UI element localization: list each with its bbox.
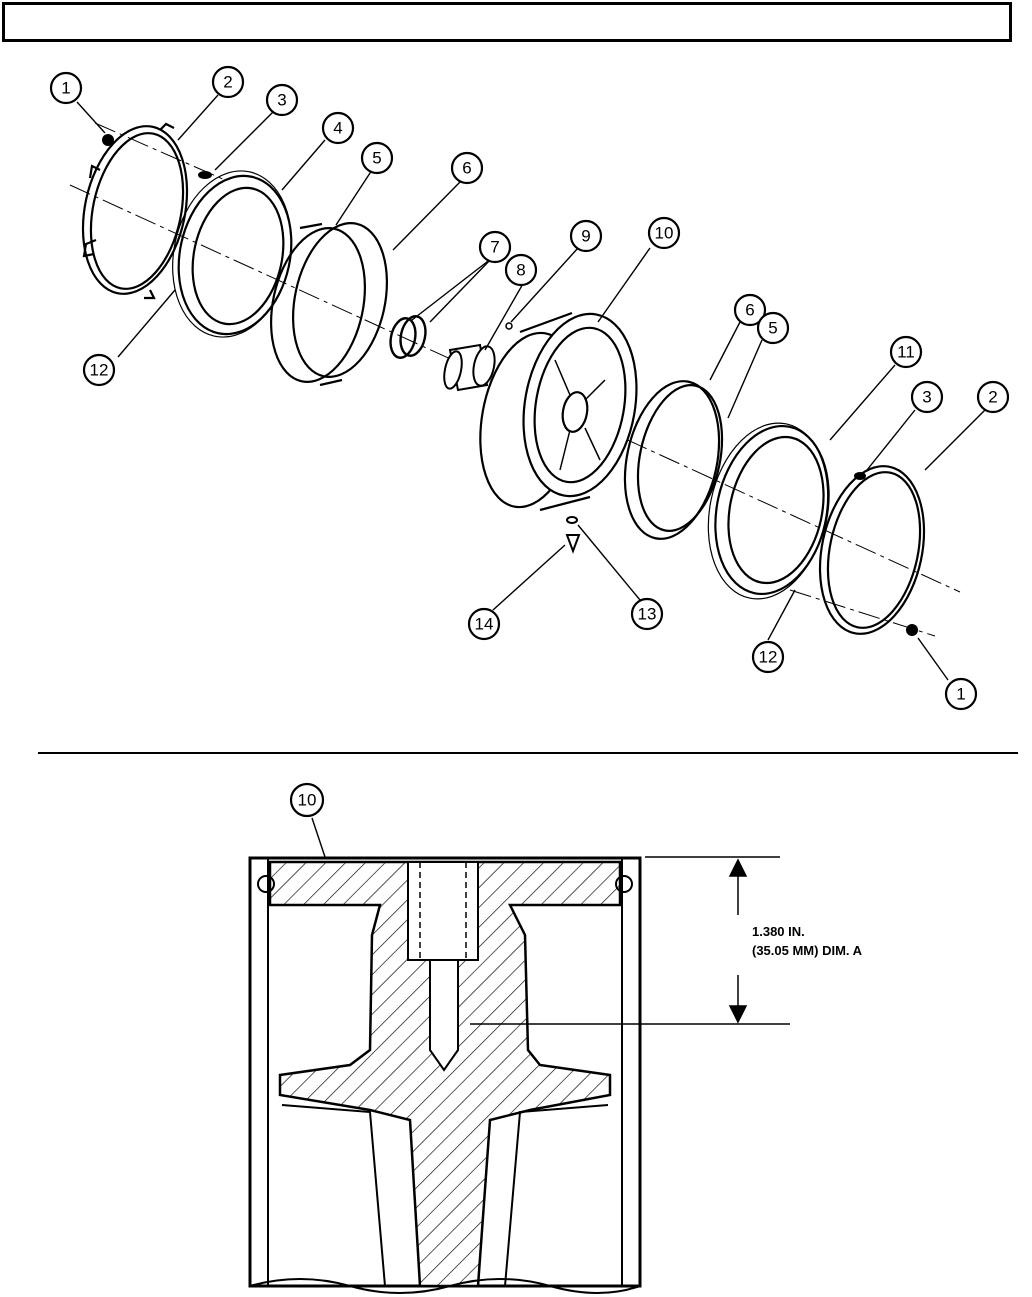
callout-9: 9 [569, 219, 603, 253]
svg-text:11: 11 [897, 343, 915, 362]
leader-lines [76, 94, 986, 858]
svg-text:6: 6 [745, 301, 754, 320]
svg-text:9: 9 [581, 227, 590, 246]
backing-plate-left [172, 170, 293, 338]
callout-1: 1 [49, 71, 83, 105]
dimension-label-mm: (35.05 MM) DIM. A [752, 943, 863, 958]
callout-2-right: 2 [976, 380, 1010, 414]
svg-text:2: 2 [988, 388, 997, 407]
svg-text:7: 7 [490, 238, 499, 257]
ball-part-1-left [102, 134, 114, 146]
svg-text:8: 8 [516, 261, 525, 280]
callout-12: 12 [82, 353, 116, 387]
backing-plate-right [707, 422, 830, 600]
svg-text:2: 2 [223, 73, 232, 92]
svg-text:5: 5 [768, 319, 777, 338]
part-3-left [198, 171, 212, 179]
callout-1-right: 1 [944, 677, 978, 711]
svg-text:10: 10 [655, 224, 674, 243]
check-ball [505, 322, 513, 330]
callout-7: 7 [478, 230, 512, 264]
callout-13: 13 [630, 597, 664, 631]
snap-ring-right [818, 465, 926, 635]
callout-14: 14 [467, 607, 501, 641]
ball-part-1-right [906, 624, 918, 636]
svg-text:1: 1 [956, 685, 965, 704]
seal-ring-right [623, 380, 724, 540]
svg-text:12: 12 [759, 648, 778, 667]
piston [479, 311, 638, 512]
callout-6-right: 6 [733, 293, 767, 327]
callout-6: 6 [450, 151, 484, 185]
svg-text:4: 4 [333, 119, 342, 138]
callout-10: 10 [647, 216, 681, 250]
svg-text:1: 1 [61, 79, 70, 98]
callout-11: 11 [889, 335, 923, 369]
callout-3: 3 [265, 83, 299, 117]
svg-text:14: 14 [475, 615, 494, 634]
dimension-label-inches: 1.380 IN. [752, 924, 805, 939]
svg-text:5: 5 [372, 149, 381, 168]
part-3-right [854, 472, 866, 480]
dimension-a [470, 856, 790, 1025]
callout-4: 4 [321, 111, 355, 145]
callout-2: 2 [211, 65, 245, 99]
callout-5-right: 5 [756, 311, 790, 345]
piston-section-view [248, 856, 642, 1294]
svg-text:6: 6 [462, 159, 471, 178]
callout-5: 5 [360, 141, 394, 175]
seal-ring-left [269, 222, 389, 387]
callout-3-right: 3 [910, 380, 944, 414]
section-divider [38, 752, 1018, 754]
svg-text:12: 12 [90, 361, 109, 380]
svg-text:10: 10 [298, 791, 317, 810]
callout-12-right: 12 [751, 640, 785, 674]
svg-text:3: 3 [277, 91, 286, 110]
header-bar [2, 2, 1012, 42]
bleed-screw [565, 516, 581, 554]
callout-10-section: 10 [289, 782, 325, 818]
snap-ring-left [81, 122, 189, 300]
svg-text:13: 13 [638, 605, 657, 624]
small-rings [389, 315, 427, 359]
svg-text:3: 3 [922, 388, 931, 407]
callout-8: 8 [504, 253, 538, 287]
bushing [443, 343, 496, 392]
